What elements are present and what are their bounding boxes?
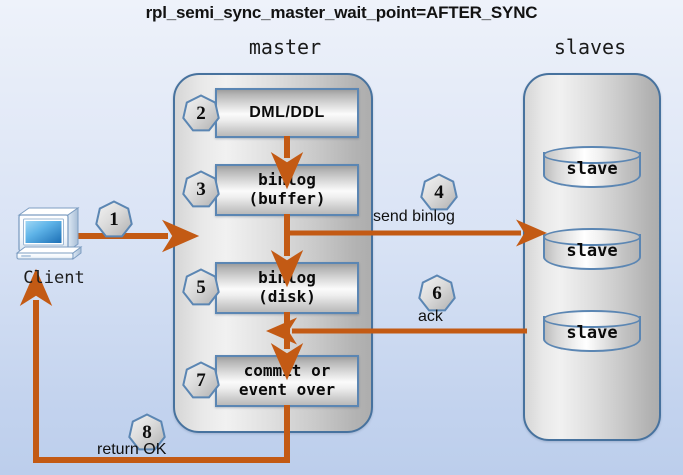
step-badge-7: 7 (182, 361, 220, 399)
step-badge-5: 5 (182, 268, 220, 306)
node-slave-2[interactable]: slave (543, 228, 641, 276)
node-slave-2-label: slave (566, 241, 618, 261)
edge-label-ack: ack (418, 308, 443, 325)
step-badge-6-label: 6 (432, 282, 442, 304)
step-badge-7-label: 7 (196, 369, 206, 391)
step-badge-1-label: 1 (109, 208, 119, 230)
step-badge-1: 1 (95, 200, 133, 238)
step-badge-8: 8 (128, 413, 166, 451)
client-label: Client (23, 268, 85, 288)
step-badge-3: 3 (182, 170, 220, 208)
node-slave-3-label: slave (566, 323, 618, 343)
edge-label-send-binlog: send binlog (373, 208, 455, 225)
cylinder-top-ellipse (543, 310, 641, 328)
step-badge-2-label: 2 (196, 102, 206, 124)
node-slave-1-label: slave (566, 159, 618, 179)
page-title: rpl_semi_sync_master_wait_point=AFTER_SY… (145, 3, 538, 22)
step-badge-3-label: 3 (196, 178, 206, 200)
step-badge-4-label: 4 (434, 181, 444, 203)
slaves-group-title: slaves (553, 35, 627, 59)
node-slave-3[interactable]: slave (543, 310, 641, 358)
step-badge-6: 6 (418, 274, 456, 312)
cylinder-top-ellipse (543, 146, 641, 164)
node-dml-ddl-label: DML/DDL (249, 103, 325, 121)
master-group-title: master (248, 35, 322, 59)
node-slave-1[interactable]: slave (543, 146, 641, 194)
client-node[interactable]: Client (12, 206, 94, 291)
step-badge-5-label: 5 (196, 276, 206, 298)
step-badge-4: 4 (420, 173, 458, 211)
step-badge-2: 2 (182, 94, 220, 132)
desktop-computer-icon (15, 207, 83, 260)
edge-label-return-ok: return OK (97, 441, 167, 458)
step-badge-8-label: 8 (142, 421, 152, 443)
arrow-return-ok (19, 268, 290, 463)
